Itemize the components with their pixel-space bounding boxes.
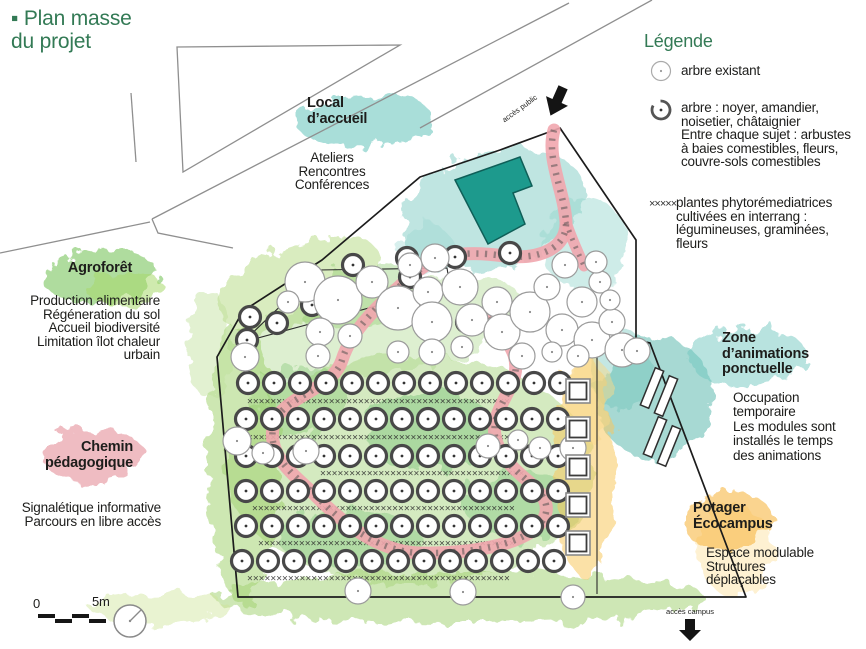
body-local-accueil: Ateliers Rencontres Conférences [294,150,370,192]
legend-title: Légende [644,31,713,51]
scale-five-label: 5m [92,594,110,609]
svg-text:××××××××××××××××××××××××××××××: ××××××××××××××××××××××××××××××××××× [320,469,525,480]
north-indicator-icon [113,604,147,638]
existing-trees [222,243,651,610]
plan-overlay [38,60,701,641]
svg-text:××××××××××××××××××××××××××××××: ××××××××××××××××××××××××××××××××××××××××… [247,433,510,444]
context-roads [0,0,653,254]
potager-modules [565,378,591,556]
access-campus-arrow-icon [679,619,701,641]
label-chemin-pedagogique: Chemin pédagogique [44,439,133,471]
body-chemin-pedagogique: Signalétique informative Parcours en lib… [21,500,161,529]
body-potager-ecocampus: Espace modulable Structures déplaçables [706,545,814,587]
legend-item-existing-tree: arbre existant [681,63,760,78]
label-zone-animations: Zone d’animations ponctuelle [722,330,810,377]
scale-zero-label: 0 [33,596,41,611]
label-potager-ecocampus: Potager Écocampus [693,500,773,532]
legend-existing-tree-icon [650,60,672,82]
legend-planted-tree-icon [650,99,672,121]
access-public-arrow-icon [546,85,568,116]
legend-item-phyto: plantes phytorémediatrices cultivées en … [676,195,833,251]
body-zone-animations: Occupation temporaire Les modules sont i… [733,390,836,463]
body-agroforet: Production alimentaire Régéneration du s… [30,293,160,362]
label-local-accueil: Local d’accueil [307,95,368,127]
reception-building [453,156,533,246]
legend-item-planted-tree: arbre : noyer, amandier, noisetier, chât… [681,100,851,169]
label-agroforet: Agroforêt [67,260,133,276]
svg-text:××××××××××××××××××××××××××××××: ××××××××××××××××××××××××××××××××××××××××… [247,397,510,408]
svg-text:××××××××××××××××××××××××××××××: ××××××××××××××××××××××××××××××××××××××××… [247,574,510,585]
phyto-hatch-icon: ××××× [649,198,677,210]
svg-text:××××××××××××××××××××××××××××××: ××××××××××××××××××××××××××××××××××××××××… [252,504,515,515]
scale-bar [38,614,106,623]
access-campus-label: accès campus [666,607,714,616]
animation-modules [639,366,682,468]
page-title: ▪ Plan masse du projet [11,7,132,54]
